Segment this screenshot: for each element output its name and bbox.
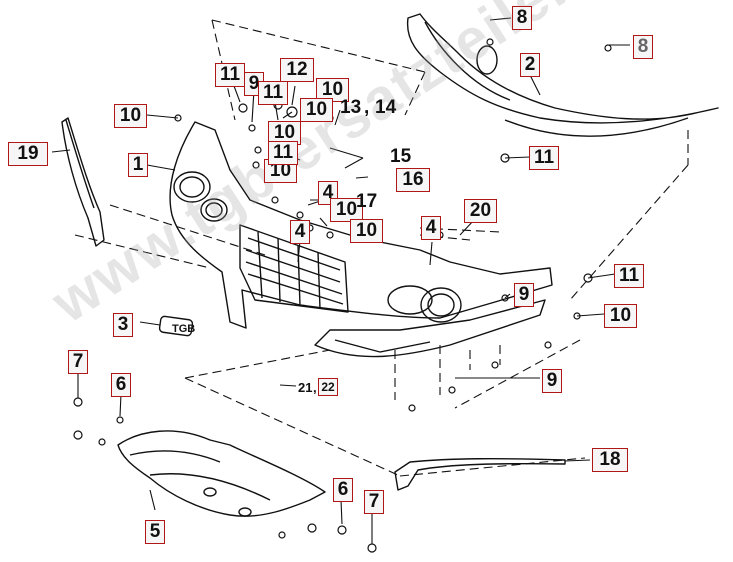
- callout-11d[interactable]: 11: [529, 146, 559, 170]
- callout-12[interactable]: 12: [280, 58, 314, 82]
- callout-10a[interactable]: 10: [114, 104, 147, 128]
- callout-9c[interactable]: 9: [542, 369, 562, 393]
- callout-22[interactable]: 22: [318, 378, 338, 396]
- callout-9b[interactable]: 9: [514, 283, 534, 307]
- callout-10c[interactable]: 10: [300, 98, 333, 122]
- part-2-upper-cowl: [406, 13, 719, 137]
- callout-15[interactable]: 15: [390, 146, 412, 167]
- callout-21-22-separator: ,: [313, 380, 317, 395]
- callout-13-14-separator: ,: [364, 97, 370, 118]
- callout-8b[interactable]: 8: [633, 35, 653, 59]
- callout-20[interactable]: 20: [464, 199, 497, 223]
- dashed-guide-lines: [74, 19, 689, 477]
- callout-8a[interactable]: 8: [512, 6, 532, 30]
- callout-4b[interactable]: 4: [290, 220, 310, 244]
- part-1-front-fascia: [169, 121, 553, 358]
- part-3-emblem: [158, 315, 194, 337]
- callout-11e[interactable]: 11: [614, 264, 644, 288]
- callout-5[interactable]: 5: [145, 520, 165, 544]
- callout-14[interactable]: 14: [375, 97, 397, 118]
- part-5-skid-plate: [117, 430, 326, 517]
- emblem-text: TGB: [172, 323, 195, 335]
- callout-16[interactable]: 16: [396, 168, 430, 192]
- callout-7a[interactable]: 7: [68, 350, 88, 374]
- callout-10f[interactable]: 10: [330, 198, 363, 222]
- callout-10h[interactable]: 10: [604, 304, 637, 328]
- callout-18[interactable]: 18: [592, 448, 628, 472]
- callout-7b[interactable]: 7: [364, 490, 384, 514]
- callout-11a[interactable]: 11: [215, 63, 245, 87]
- callout-19[interactable]: 19: [8, 142, 48, 166]
- callout-11b[interactable]: 11: [258, 81, 288, 105]
- callout-21[interactable]: 21: [298, 380, 313, 395]
- callout-2[interactable]: 2: [520, 53, 540, 77]
- callout-6a[interactable]: 6: [111, 373, 131, 397]
- callout-13[interactable]: 13: [340, 97, 362, 118]
- callout-11c[interactable]: 11: [268, 141, 298, 165]
- callout-3[interactable]: 3: [113, 313, 133, 337]
- callout-1[interactable]: 1: [128, 153, 148, 177]
- part-19-side-strip: [61, 117, 105, 247]
- callout-4c[interactable]: 4: [421, 216, 441, 240]
- callout-10g[interactable]: 10: [350, 219, 383, 243]
- callout-17[interactable]: 17: [356, 191, 378, 212]
- callout-6b[interactable]: 6: [333, 478, 353, 502]
- part-18-lower-trim: [394, 457, 566, 491]
